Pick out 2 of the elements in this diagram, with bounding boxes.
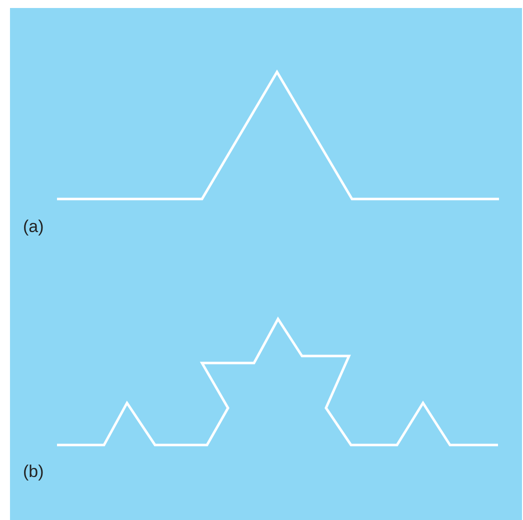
panel-label: (b): [23, 462, 44, 482]
panel-label: (a): [23, 217, 44, 237]
